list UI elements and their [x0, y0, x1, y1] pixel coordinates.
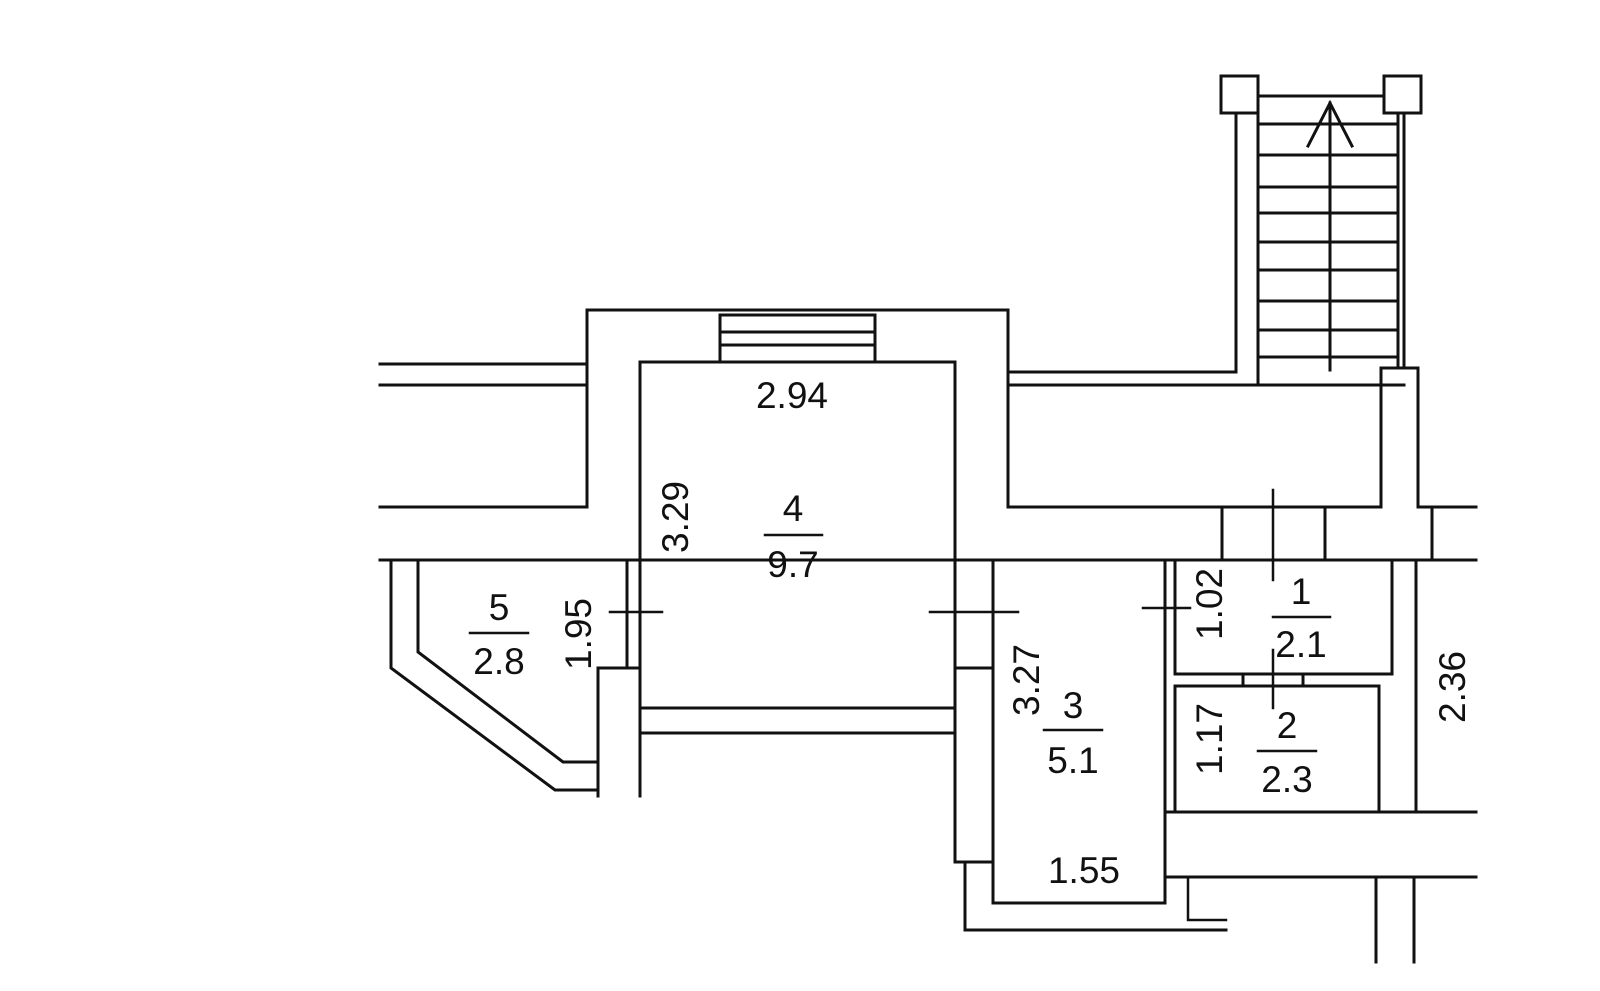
staircase [1219, 74, 1423, 387]
room-4-label: 4 9.7 [763, 488, 824, 585]
room-5-label: 5 2.8 [468, 587, 530, 682]
room-5-outline [389, 558, 642, 798]
dimension-room3-height: 3.27 [1006, 644, 1047, 716]
room-area: 2.3 [1261, 759, 1312, 800]
room-1-label: 1 2.1 [1271, 571, 1332, 665]
stair-post-left [1219, 74, 1260, 115]
dimension-room1-height: 1.02 [1189, 568, 1230, 640]
dimension-room3-width: 1.55 [1048, 850, 1120, 891]
room-4-outline [608, 360, 1020, 798]
room-area: 2.1 [1275, 624, 1326, 665]
stair-post-right [1382, 74, 1423, 115]
dimension-room2-height: 1.17 [1189, 703, 1230, 775]
room-area: 9.7 [767, 544, 818, 585]
room-area: 2.8 [473, 641, 524, 682]
walls [378, 308, 1478, 582]
dimension-room5-height: 1.95 [558, 598, 599, 670]
room-2-label: 2 2.3 [1256, 705, 1318, 800]
right-corridor [1163, 558, 1478, 964]
window [718, 313, 877, 364]
room-number: 5 [489, 587, 510, 628]
dimension-room4-width: 2.94 [756, 375, 828, 416]
room-number: 4 [783, 488, 804, 529]
room-number: 1 [1291, 571, 1312, 612]
room-3-label: 3 5.1 [1042, 685, 1104, 781]
arrow-up-icon [1305, 99, 1355, 372]
room-number: 2 [1277, 705, 1298, 746]
dimension-room4-height: 3.29 [655, 481, 696, 553]
stair-treads [1256, 122, 1400, 359]
dimension-corridor-height: 2.36 [1432, 651, 1473, 723]
room-number: 3 [1063, 685, 1084, 726]
room-1-outline [1141, 558, 1394, 814]
room-area: 5.1 [1047, 740, 1098, 781]
